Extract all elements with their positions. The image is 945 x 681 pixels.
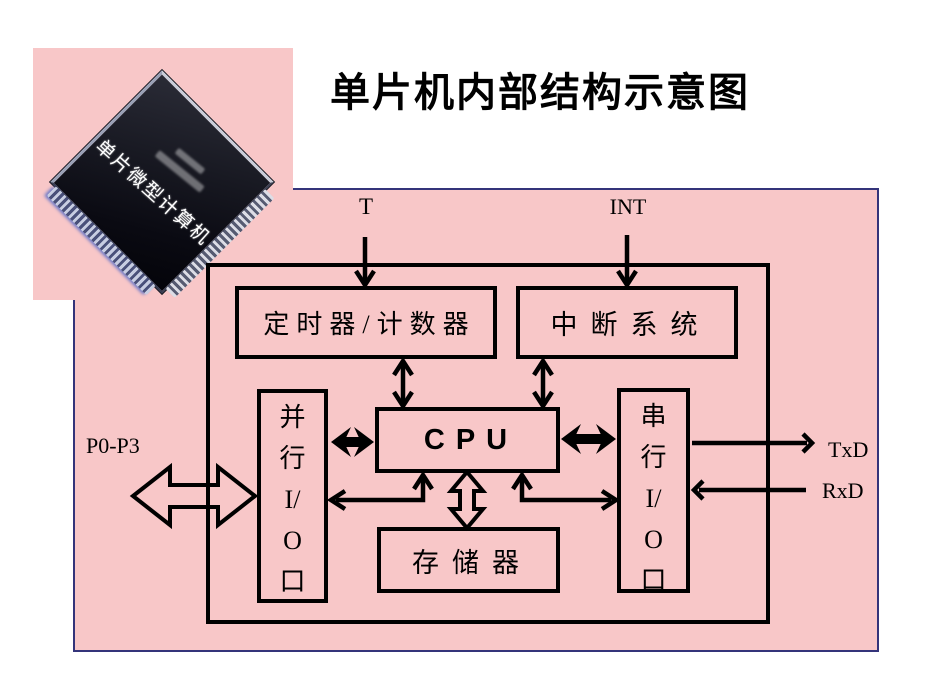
label-t: T (358, 194, 374, 219)
block-parallel-io: 并 行 I/ O 口 (257, 389, 328, 603)
block-memory: 存储器 (377, 527, 560, 593)
chip-caption: 单片微型计算机 (90, 136, 215, 251)
chip-package-image: 单片微型计算机 (46, 70, 275, 298)
page-title: 单片机内部结构示意图 (330, 71, 750, 115)
chip-photo: 单片微型计算机 (33, 48, 293, 300)
block-serial-io-label: 串 行 I/ O 口 (640, 402, 667, 595)
block-cpu: CPU (375, 407, 560, 473)
label-int: INT (609, 194, 647, 219)
block-cpu-label: CPU (423, 423, 519, 456)
block-parallel-io-label: 并 行 I/ O 口 (279, 403, 306, 596)
block-timer-counter: 定时器/计数器 (235, 286, 497, 359)
block-serial-io: 串 行 I/ O 口 (617, 388, 690, 595)
block-memory-label: 存储器 (412, 547, 532, 578)
label-txd: TxD (828, 437, 869, 462)
block-timer-counter-label: 定时器/计数器 (263, 310, 476, 339)
block-interrupt-system-label: 中断系统 (550, 310, 711, 340)
label-p0-p3: P0-P3 (86, 433, 140, 458)
label-rxd: RxD (822, 478, 864, 503)
block-interrupt-system: 中断系统 (516, 286, 738, 359)
